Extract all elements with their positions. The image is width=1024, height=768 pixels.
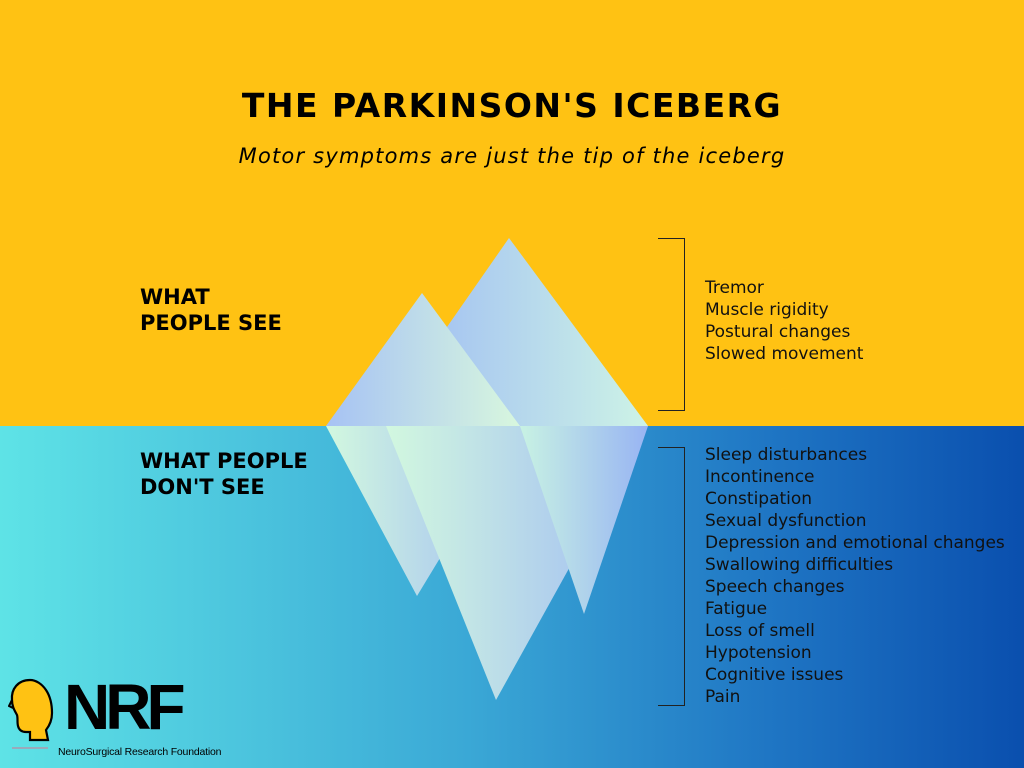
- iceberg-base-right: [520, 426, 648, 614]
- list-item: Speech changes: [705, 577, 845, 597]
- what-people-dont-see-line-2: DON'T SEE: [140, 475, 265, 499]
- iceberg-tip-front: [326, 293, 520, 426]
- logo-foundation-name: NeuroSurgical Research Foundation: [58, 746, 222, 758]
- page-subtitle: Motor symptoms are just the tip of the i…: [238, 144, 786, 168]
- list-item: Pain: [705, 687, 741, 707]
- visible-symptoms-list: Tremor Muscle rigidity Postural changes …: [705, 277, 863, 365]
- list-item: Depression and emotional changes: [705, 533, 1005, 553]
- what-people-see-line-2: PEOPLE SEE: [140, 311, 282, 335]
- list-item: Hypotension: [705, 643, 812, 663]
- logo-wordmark: NRF: [64, 671, 186, 743]
- list-item: Constipation: [705, 489, 813, 509]
- page-title: THE PARKINSON'S ICEBERG: [241, 86, 783, 125]
- list-item: Loss of smell: [705, 621, 815, 641]
- list-item: Swallowing difficulties: [705, 555, 894, 575]
- list-item: Muscle rigidity: [705, 300, 829, 320]
- list-item: Postural changes: [705, 322, 851, 342]
- what-people-dont-see-label: WHAT PEOPLE DON'T SEE: [140, 448, 330, 500]
- nrf-logo: NRF NeuroSurgical Research Foundation: [8, 671, 238, 766]
- visible-symptoms-bracket: [658, 238, 685, 411]
- list-item: Sexual dysfunction: [705, 511, 867, 531]
- what-people-see-label: WHAT PEOPLE SEE: [140, 284, 330, 336]
- hidden-symptoms-bracket: [658, 447, 685, 706]
- list-item: Fatigue: [705, 599, 768, 619]
- head-profile-icon: [8, 678, 54, 749]
- hidden-symptoms-list: Sleep disturbances Incontinence Constipa…: [705, 444, 1005, 708]
- what-people-dont-see-line-1: WHAT PEOPLE: [140, 449, 308, 473]
- list-item: Slowed movement: [705, 344, 864, 364]
- list-item: Cognitive issues: [705, 665, 844, 685]
- list-item: Tremor: [705, 278, 764, 298]
- list-item: Incontinence: [705, 467, 815, 487]
- list-item: Sleep disturbances: [705, 445, 868, 465]
- what-people-see-line-1: WHAT: [140, 285, 210, 309]
